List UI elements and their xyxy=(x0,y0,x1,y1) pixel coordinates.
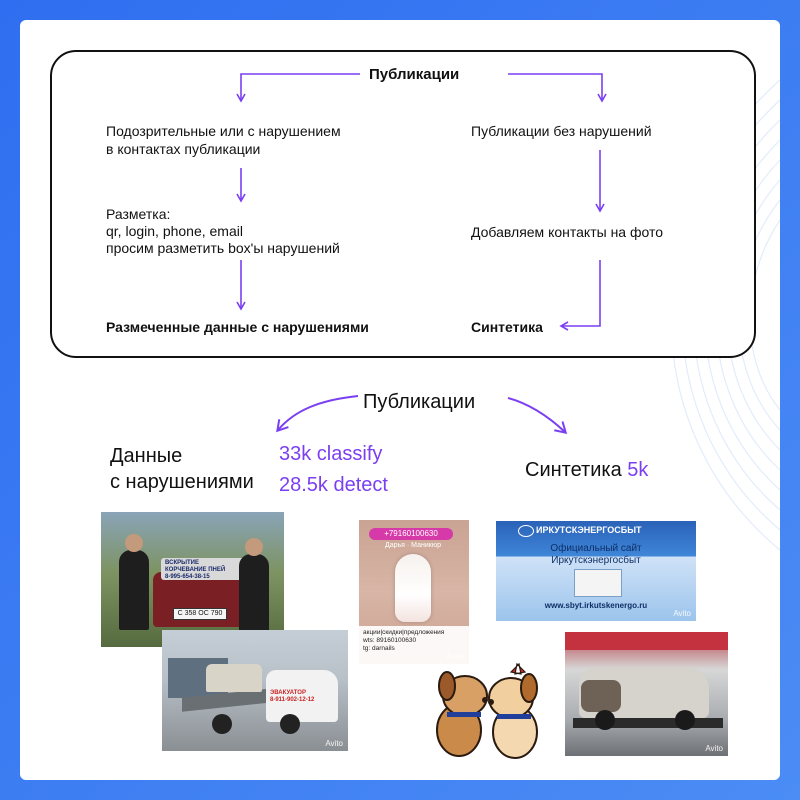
canopy xyxy=(565,632,728,650)
photo-watermark: Avito xyxy=(673,609,691,618)
person-left-head xyxy=(125,534,143,552)
photo-dogs-cartoon xyxy=(436,662,538,759)
dog-right-collar xyxy=(497,714,531,719)
energy-screen-icon xyxy=(574,569,622,597)
dog-left-ear xyxy=(438,671,456,701)
nails-caption: Дарья · Маникюр xyxy=(385,542,441,549)
left-step1-line2: в контактах публикации xyxy=(106,141,261,157)
synthetic-count: 5k xyxy=(627,459,649,481)
energy-brand: ИРКУТСКЭНЕРГОСБЫТ xyxy=(536,525,642,535)
nails-footer-line3: tg: darnails xyxy=(363,645,395,652)
towed-vehicle xyxy=(206,664,262,692)
photo-tow-truck: ЭВАКУАТОР 8-911-902-12-12 Avito xyxy=(162,630,348,751)
person-right-head xyxy=(245,538,263,556)
car-sign-line1: ВСКРЫТИЕ xyxy=(165,560,199,566)
flow-title: Публикации xyxy=(369,66,460,83)
tow-truck-sign-phone: 8-911-902-12-12 xyxy=(270,697,315,703)
energy-logo-icon xyxy=(518,525,534,537)
energy-title: Официальный сайт Иркутскэнергосбыт xyxy=(496,543,696,567)
synthetic-label: Синтетика 5k xyxy=(525,458,648,482)
photo-watermark: Avito xyxy=(446,652,464,661)
person-left xyxy=(119,550,149,630)
dog-left-collar xyxy=(447,712,481,717)
truck-cab xyxy=(266,670,338,722)
nails-footer: акции|скидки|предложения wts: 8916010063… xyxy=(359,626,469,664)
truck-wheel-front xyxy=(280,714,300,734)
summary-title: Публикации xyxy=(363,391,476,413)
slide-card: Публикации Подозрительные или с нарушени… xyxy=(20,20,780,780)
tow-truck-sign: ЭВАКУАТОР 8-911-902-12-12 xyxy=(270,690,314,704)
wheel-rear xyxy=(675,710,695,730)
nails-footer-line1: акции|скидки|предложения xyxy=(363,629,445,636)
car-plate: С 358 ОС 790 xyxy=(173,608,227,620)
car-sign-line2: КОРЧЕВАНИЕ ПНЕЙ xyxy=(165,567,226,573)
photo-crashed-car: Avito xyxy=(565,632,728,756)
person-right xyxy=(239,554,269,634)
energy-title-line1: Официальный сайт xyxy=(550,543,642,554)
right-result: Синтетика xyxy=(471,319,543,335)
car-sign-text: ВСКРЫТИЕ КОРЧЕВАНИЕ ПНЕЙ 8-995-654-38-15 xyxy=(165,560,225,581)
left-result: Размеченные данные с нарушениями xyxy=(106,319,369,335)
photo-energy-advert: ИРКУТСКЭНЕРГОСБЫТ Официальный сайт Иркут… xyxy=(496,521,696,621)
dog-left-nose xyxy=(482,697,488,703)
photo-car-advert: ВСКРЫТИЕ КОРЧЕВАНИЕ ПНЕЙ 8-995-654-38-15… xyxy=(101,512,284,647)
crash-damage xyxy=(581,680,621,712)
dog-right-ear xyxy=(520,673,538,703)
truck-wheel-rear xyxy=(212,714,232,734)
nail xyxy=(395,554,431,622)
flow-diagram-box xyxy=(50,50,756,358)
nails-footer-line2: wts: 89160100630 xyxy=(363,637,417,644)
tow-bed xyxy=(573,718,723,728)
right-step1: Публикации без нарушений xyxy=(471,123,652,139)
left-step1-line1: Подозрительные или с нарушением xyxy=(106,123,341,139)
dog-right-nose xyxy=(488,699,494,705)
classify-count: 33k classify xyxy=(279,443,383,465)
right-step2: Добавляем контакты на фото xyxy=(471,224,664,240)
left-step2-line2: qr, login, phone, email xyxy=(106,223,243,239)
detect-count: 28.5k detect xyxy=(279,474,388,496)
violations-label-line1: Данные xyxy=(110,445,183,467)
energy-url: www.sbyt.irkutskenergo.ru xyxy=(544,601,648,610)
synthetic-label-text: Синтетика xyxy=(525,459,622,481)
photo-watermark: Avito xyxy=(705,744,723,753)
left-step2-line1: Разметка: xyxy=(106,206,171,222)
car-roof-sign xyxy=(161,558,253,580)
tow-truck-sign-title: ЭВАКУАТОР xyxy=(270,690,306,696)
violations-label-line2: с нарушениями xyxy=(110,471,254,493)
bow-icon xyxy=(509,662,527,675)
energy-title-line2: Иркутскэнергосбыт xyxy=(551,555,641,566)
wheel-front xyxy=(595,710,615,730)
left-step2-line3: просим разметить box'ы нарушений xyxy=(106,240,340,256)
nails-phone-badge: +79160100630 xyxy=(369,528,453,540)
car-sign-phone: 8-995-654-38-15 xyxy=(165,574,210,580)
photo-watermark: Avito xyxy=(325,739,343,748)
photo-nails-advert: +79160100630 Дарья · Маникюр акции|скидк… xyxy=(359,520,469,664)
